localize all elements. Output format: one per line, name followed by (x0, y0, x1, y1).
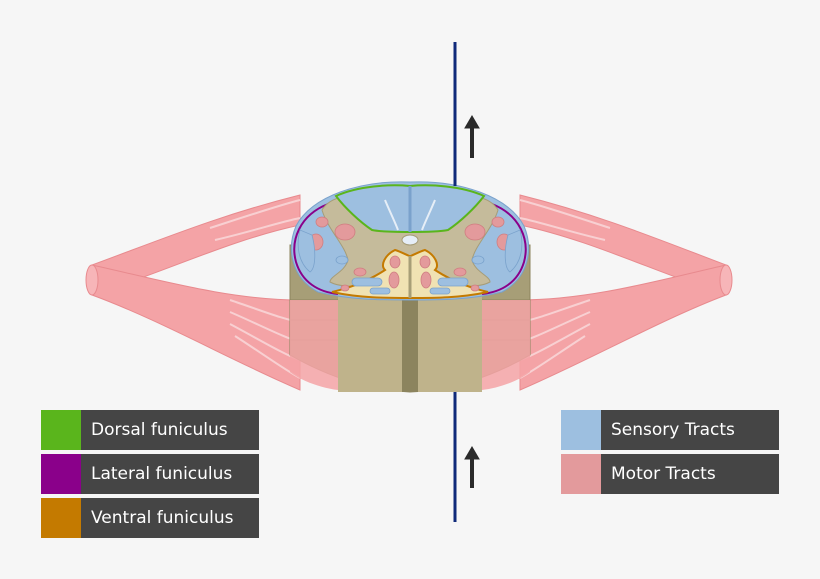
legend-sensory-tracts: Sensory Tracts (561, 410, 779, 450)
legend-swatch (561, 454, 601, 494)
up-arrow-icon (464, 446, 480, 488)
legend-label: Ventral funiculus (91, 508, 234, 528)
cross-section (290, 181, 530, 301)
legend-lateral-funiculus: Lateral funiculus (41, 454, 259, 494)
up-arrow-icon (464, 115, 480, 158)
legend-label: Dorsal funiculus (91, 420, 228, 440)
central-canal (401, 234, 419, 246)
legend-motor-tracts: Motor Tracts (561, 454, 779, 494)
legend-ventral-funiculus: Ventral funiculus (41, 498, 259, 538)
legend-swatch (41, 454, 81, 494)
legend-swatch (41, 498, 81, 538)
legend-dorsal-funiculus: Dorsal funiculus (41, 410, 259, 450)
legend-label: Motor Tracts (611, 464, 716, 484)
right-nerve-roots (519, 194, 733, 391)
lateral-funiculus-right (481, 203, 527, 295)
legend-swatch (41, 410, 81, 450)
left-nerve-roots (85, 194, 301, 391)
legend-swatch (561, 410, 601, 450)
motor-roots-front (290, 300, 530, 390)
sensory-tracts (297, 229, 523, 295)
legend-label: Lateral funiculus (91, 464, 233, 484)
lateral-funiculus-left (293, 203, 339, 295)
legend-label: Sensory Tracts (611, 420, 735, 440)
